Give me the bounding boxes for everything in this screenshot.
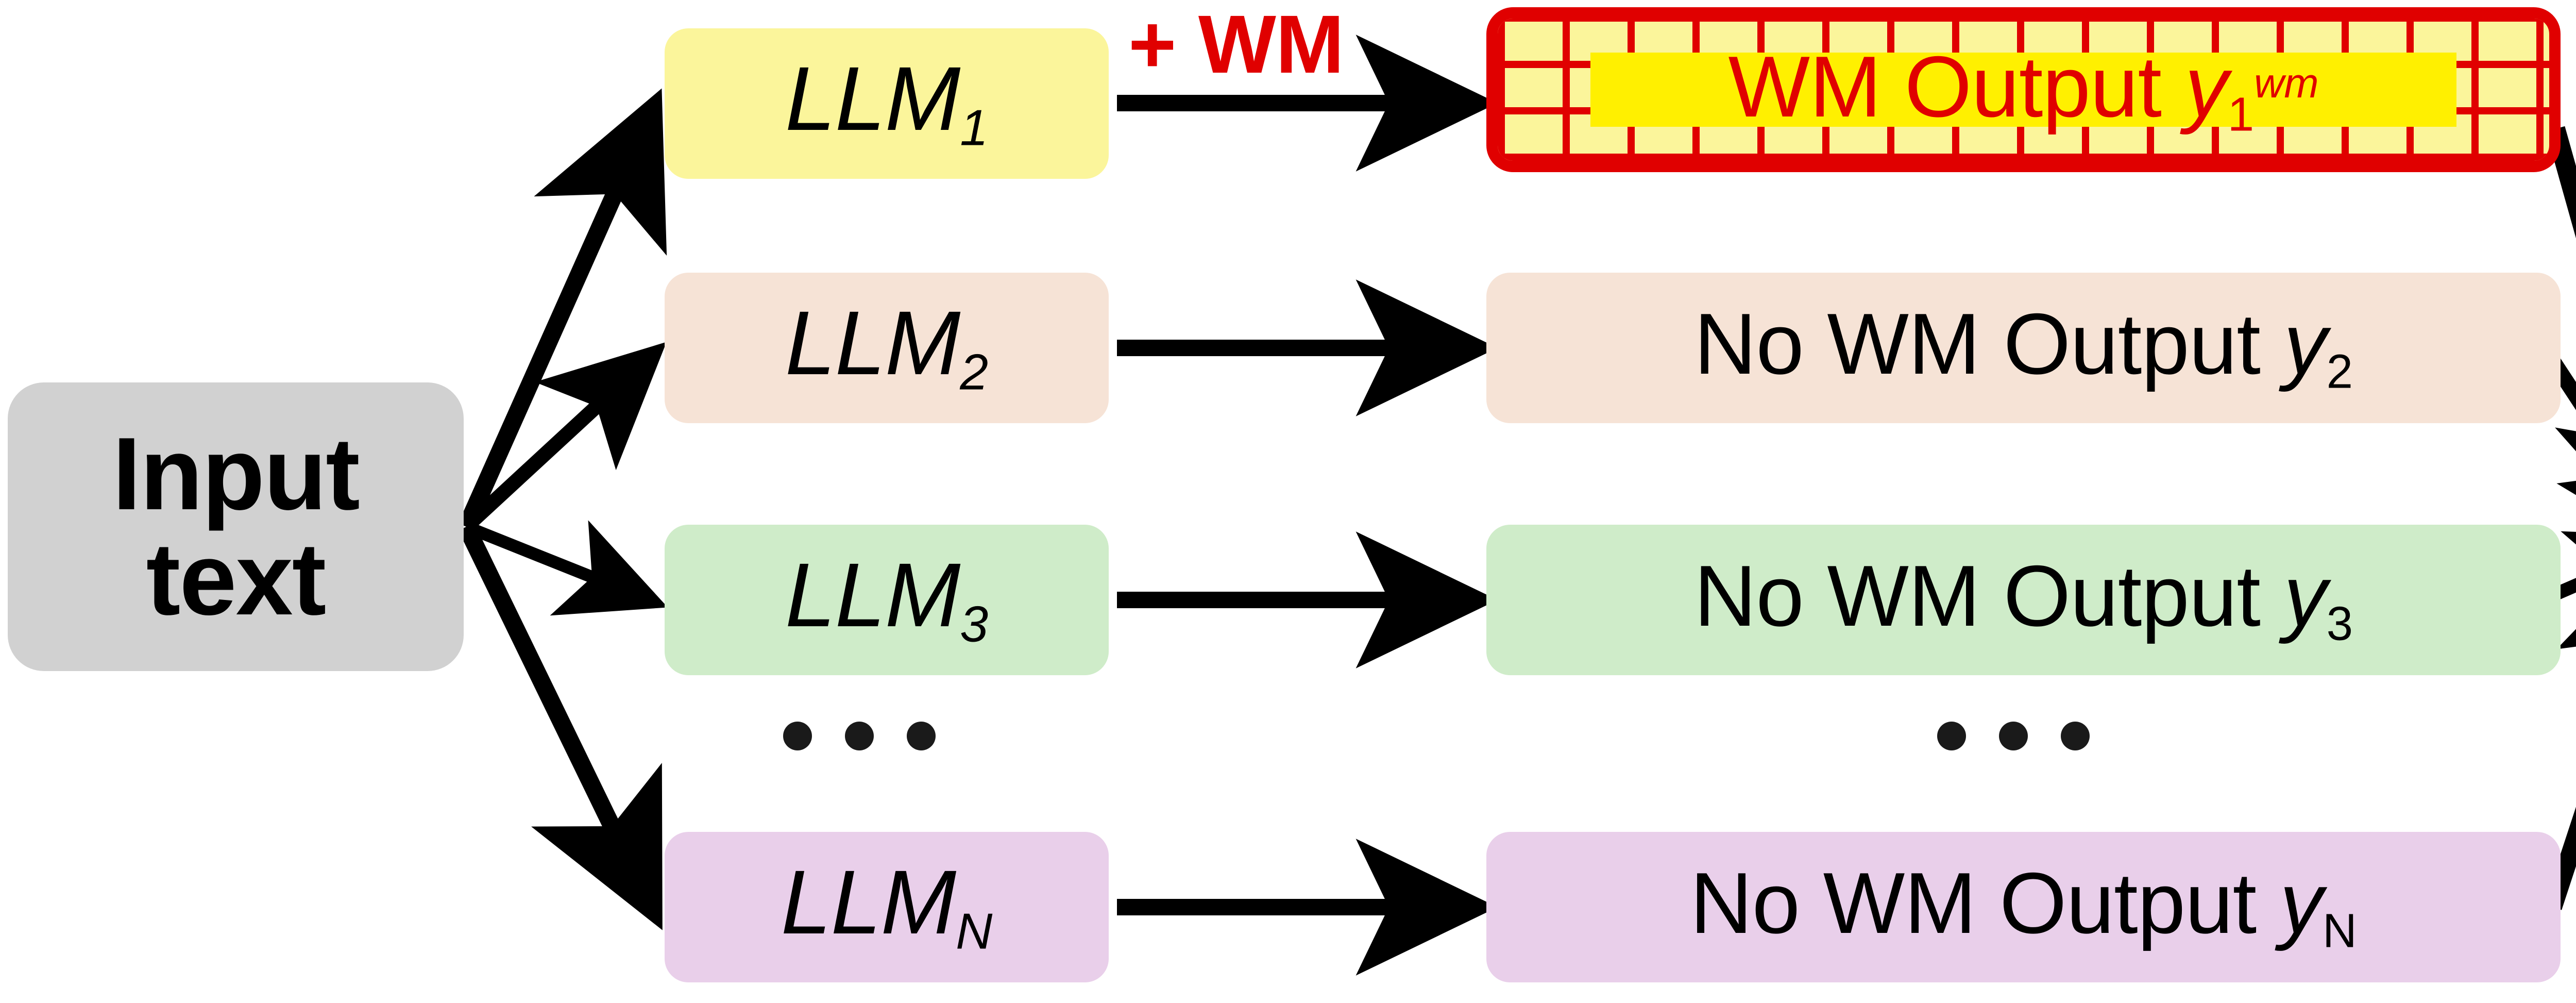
llm-box-1[interactable]: LLM1 [665, 28, 1109, 179]
output-box-n[interactable]: No WM Output yN [1486, 832, 2561, 982]
arrow-input-to-llm-3 [464, 520, 668, 616]
output-3-label: No WM Output y3 [1693, 547, 2353, 650]
ellipsis-output-column [1937, 722, 2090, 750]
llm-n-label: LLMN [781, 852, 993, 960]
ellipsis-dot [1999, 722, 2028, 750]
input-text-line-2: text [146, 522, 327, 637]
output-box-2[interactable]: No WM Output y2 [1486, 273, 2561, 423]
arrow-input-to-llm-n [458, 523, 663, 930]
ellipsis-llm-column [783, 722, 936, 750]
llm-1-label: LLM1 [785, 48, 989, 157]
watermarked-output-box[interactable]: WM Output y1wm [1486, 7, 2561, 172]
llm-box-n[interactable]: LLMN [665, 832, 1109, 982]
ellipsis-dot [2061, 722, 2090, 750]
llm-2-label: LLM2 [785, 293, 989, 401]
output-n-label: No WM Output yN [1690, 855, 2357, 958]
llm-box-3[interactable]: LLM3 [665, 525, 1109, 675]
ellipsis-dot [907, 722, 936, 750]
ellipsis-dot [845, 722, 874, 750]
input-text-box[interactable]: Input text [8, 382, 464, 671]
output-2-label: No WM Output y2 [1693, 295, 2353, 398]
output-box-3[interactable]: No WM Output y3 [1486, 525, 2561, 675]
ellipsis-dot [783, 722, 812, 750]
arrow-input-to-llm-1 [458, 88, 667, 530]
ellipsis-dot [1937, 722, 1966, 750]
add-watermark-label: + WM [1128, 0, 1344, 90]
arrow-input-to-llm-2 [461, 342, 667, 532]
llm-3-label: LLM3 [785, 545, 989, 653]
watermarked-output-label: WM Output y1wm [1728, 38, 2319, 141]
input-text-line-1: Input [112, 416, 360, 531]
llm-box-2[interactable]: LLM2 [665, 273, 1109, 423]
